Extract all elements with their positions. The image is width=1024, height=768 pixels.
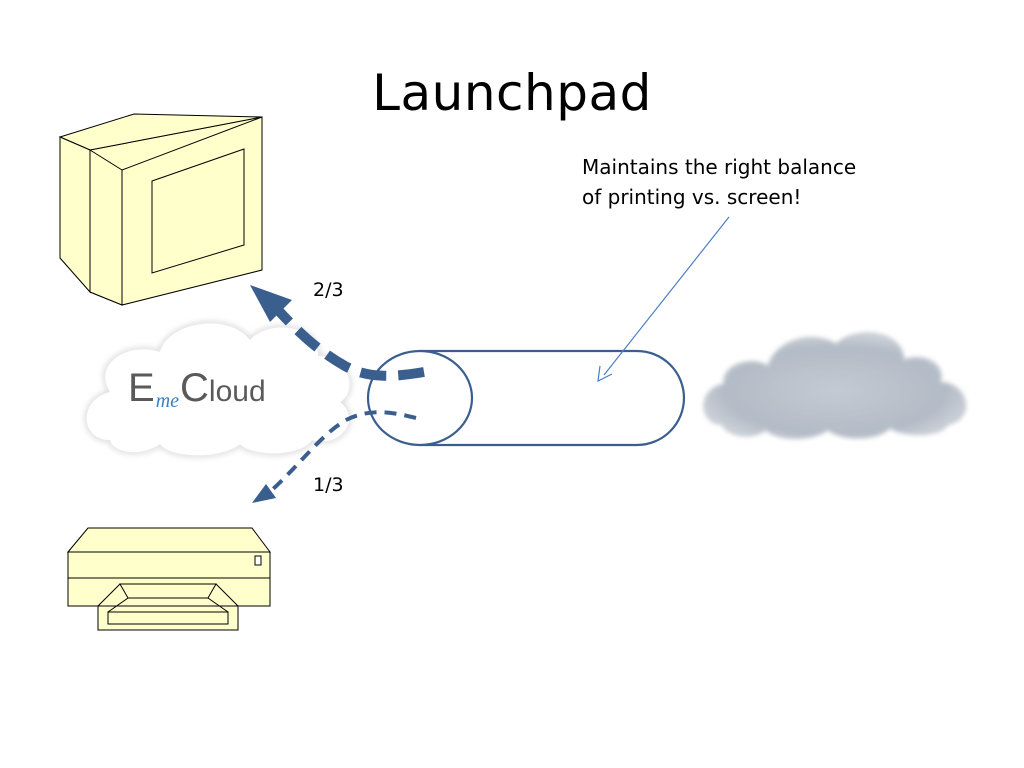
logo-cloud-icon [70, 312, 366, 458]
callout-text: Maintains the right balance of printing … [582, 152, 856, 212]
printer-icon [66, 527, 271, 631]
screen-ratio-label: 2/3 [313, 279, 344, 301]
logo-letter-e: E [128, 366, 155, 410]
logo-middle: me [155, 390, 180, 412]
slide-title: Launchpad [372, 64, 652, 122]
callout-pointer [597, 216, 730, 383]
logo-letter-c: C [180, 366, 209, 410]
callout-line-1: Maintains the right balance [582, 155, 857, 179]
printer-arrow [252, 410, 417, 503]
cloud-icon [703, 332, 967, 440]
pipe-cylinder [366, 349, 686, 447]
printer-ratio-label: 1/3 [313, 474, 344, 496]
screen-arrow [250, 285, 425, 381]
monitor-icon [58, 113, 263, 306]
emecloud-logo: EmeCloud [128, 366, 266, 412]
logo-rest: loud [208, 375, 266, 408]
callout-line-2: of printing vs. screen! [582, 185, 802, 209]
